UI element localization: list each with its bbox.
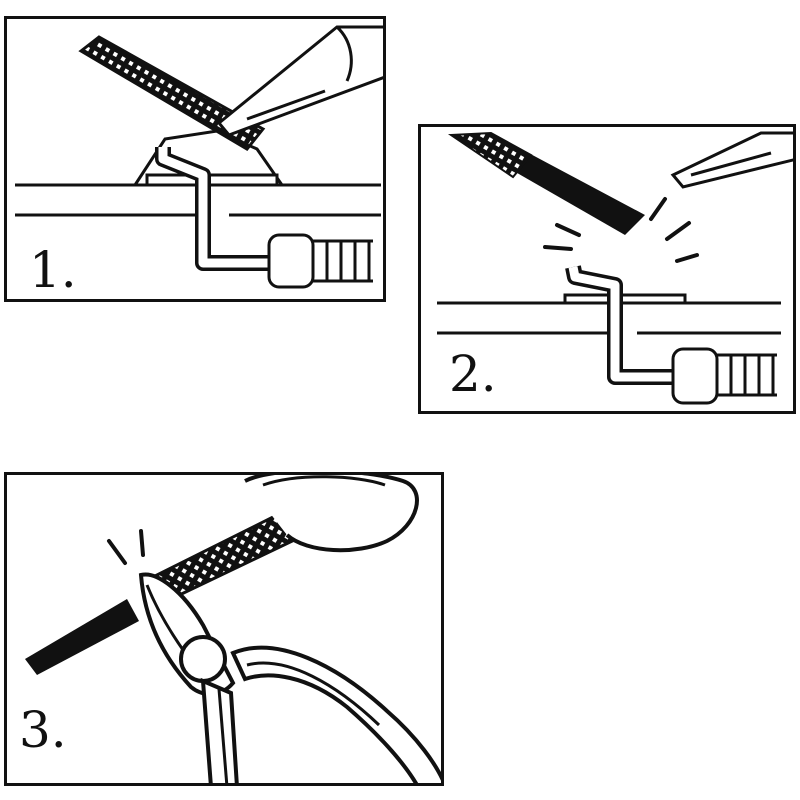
heat-spark-lines (543, 197, 699, 263)
step-1-illustration (15, 25, 383, 289)
step-2-panel: 2. (418, 124, 796, 414)
cutter-handle-lower (200, 677, 239, 783)
cutter-handle-upper (230, 645, 441, 783)
soldering-iron-tip (216, 25, 383, 137)
step-number-2: 2. (449, 345, 497, 403)
step-3-panel: 3. (4, 472, 444, 786)
component-body (267, 233, 315, 289)
component-body (671, 347, 719, 405)
solder-wick-used-end (25, 599, 139, 675)
component-ribs (717, 353, 777, 397)
step-3-illustration (25, 475, 441, 783)
soldering-iron-tip (670, 131, 793, 189)
wick-spool (244, 475, 419, 553)
solder-pad (563, 293, 687, 305)
cutter-pivot (179, 635, 227, 683)
component-ribs (313, 239, 373, 283)
solder-pad (145, 173, 279, 187)
step-number-1: 1. (29, 241, 77, 299)
step-number-3: 3. (19, 701, 67, 759)
step-1-panel: 1. (4, 16, 386, 302)
step-2-illustration (437, 131, 793, 405)
solder-wick (78, 35, 266, 151)
cut-spark-lines (107, 529, 145, 565)
